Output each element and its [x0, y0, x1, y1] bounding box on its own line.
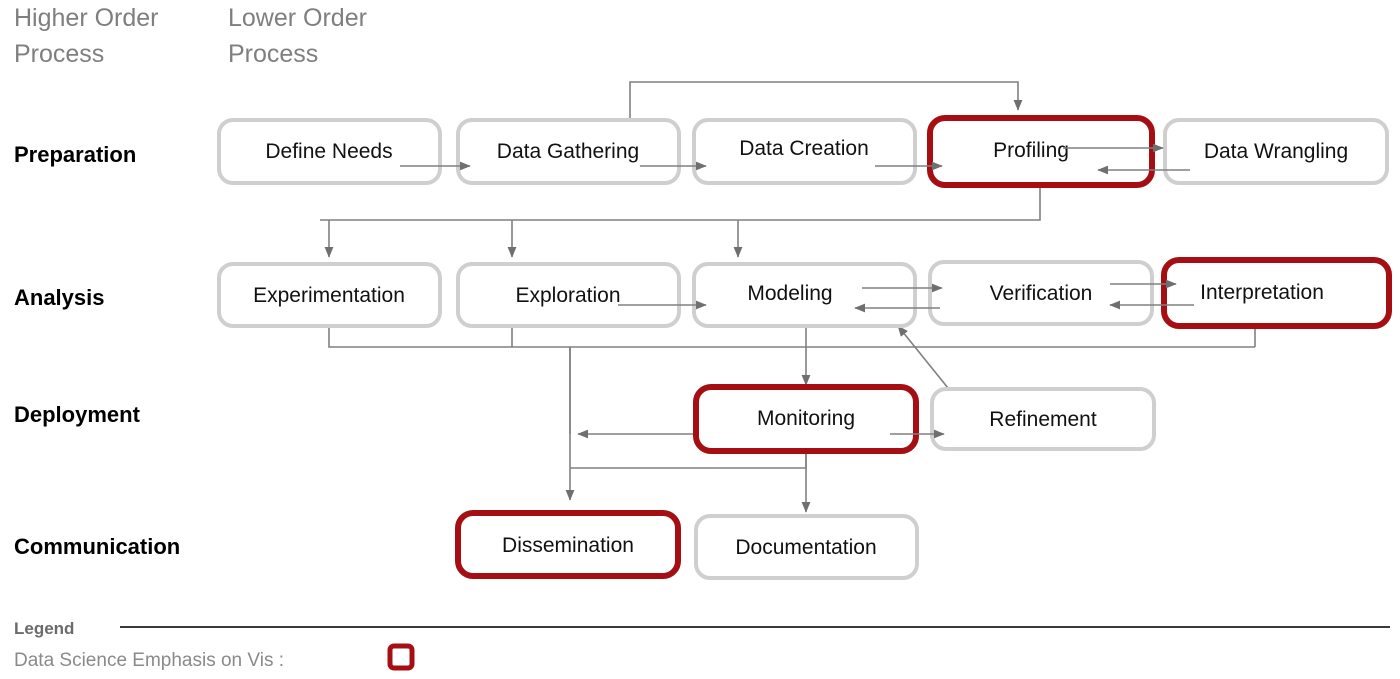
- node-interpretation-box[interactable]: [1161, 257, 1392, 329]
- row-analysis: Experimentation Exploration Modeling Ver…: [217, 257, 1392, 329]
- node-define-needs-box[interactable]: [217, 118, 442, 185]
- node-data-creation[interactable]: Data Creation: [692, 118, 917, 185]
- node-dissemination-box[interactable]: [455, 510, 681, 579]
- node-profiling-label: Profiling: [993, 139, 1069, 162]
- row-communication: Dissemination Documentation: [455, 510, 919, 580]
- node-data-gathering-box[interactable]: [456, 118, 681, 185]
- legend-highlight-swatch-icon: [387, 643, 415, 671]
- row-label-communication: Communication: [14, 534, 180, 559]
- column-header-higher-order-line1: Higher Order: [14, 4, 159, 32]
- row-label-preparation: Preparation: [14, 142, 136, 167]
- row-preparation: Define Needs Data Gathering Data Creatio…: [217, 115, 1389, 188]
- legend: Legend Data Science Emphasis on Vis :: [14, 619, 1390, 671]
- node-data-wrangling-label: Data Wrangling: [1204, 140, 1348, 163]
- node-documentation[interactable]: Documentation: [694, 514, 919, 580]
- edge-monitoring-bus-left: [570, 450, 807, 469]
- node-interpretation[interactable]: Interpretation: [1161, 257, 1392, 329]
- node-data-creation-box[interactable]: [692, 118, 917, 185]
- edge-refinement-to-modeling: [897, 325, 949, 389]
- node-data-wrangling-box[interactable]: [1163, 118, 1389, 185]
- node-monitoring-label: Monitoring: [757, 407, 855, 430]
- column-header-lower-order-line2: Process: [228, 40, 318, 68]
- node-exploration-label: Exploration: [515, 284, 620, 307]
- node-define-needs[interactable]: Define Needs: [217, 118, 442, 185]
- node-data-creation-label: Data Creation: [739, 137, 869, 160]
- node-refinement-label: Refinement: [989, 408, 1097, 431]
- node-verification-box[interactable]: [928, 260, 1154, 326]
- edge-layer-preparation: [400, 143, 1190, 175]
- node-dissemination[interactable]: Dissemination: [455, 510, 681, 579]
- node-verification[interactable]: Verification: [928, 260, 1154, 326]
- node-documentation-box[interactable]: [694, 514, 919, 580]
- column-header-lower-order-line1: Lower Order: [228, 4, 367, 32]
- node-documentation-label: Documentation: [735, 536, 876, 559]
- node-exploration-box[interactable]: [456, 262, 681, 328]
- node-exploration[interactable]: Exploration: [456, 262, 681, 328]
- node-interpretation-label: Interpretation: [1200, 281, 1324, 304]
- legend-entry-label: Data Science Emphasis on Vis :: [14, 650, 284, 671]
- node-refinement[interactable]: Refinement: [930, 387, 1156, 451]
- node-experimentation-box[interactable]: [217, 262, 442, 328]
- column-header-higher-order-line2: Process: [14, 40, 104, 68]
- node-modeling-label: Modeling: [747, 282, 832, 305]
- node-monitoring-box[interactable]: [693, 384, 919, 454]
- node-profiling[interactable]: Profiling: [927, 115, 1155, 188]
- node-refinement-box[interactable]: [930, 387, 1156, 451]
- row-label-deployment: Deployment: [14, 402, 141, 427]
- edge-profiling-to-analysis-bus: [320, 185, 1041, 221]
- node-experimentation[interactable]: Experimentation: [217, 262, 442, 328]
- legend-title: Legend: [14, 619, 74, 638]
- node-data-gathering-label: Data Gathering: [497, 140, 639, 163]
- node-profiling-box[interactable]: [927, 115, 1155, 188]
- edge-layer-analysis: [618, 279, 1194, 313]
- node-data-wrangling[interactable]: Data Wrangling: [1163, 118, 1389, 185]
- node-modeling[interactable]: Modeling: [692, 262, 917, 328]
- node-dissemination-label: Dissemination: [502, 534, 634, 557]
- node-data-gathering[interactable]: Data Gathering: [456, 118, 681, 185]
- row-label-analysis: Analysis: [14, 285, 105, 310]
- row-deployment: Monitoring Refinement: [693, 384, 1156, 454]
- node-experimentation-label: Experimentation: [253, 284, 405, 307]
- node-monitoring[interactable]: Monitoring: [693, 384, 919, 454]
- edge-data-gathering-to-profiling: [629, 81, 1023, 120]
- node-verification-label: Verification: [990, 282, 1093, 305]
- node-define-needs-label: Define Needs: [265, 140, 392, 163]
